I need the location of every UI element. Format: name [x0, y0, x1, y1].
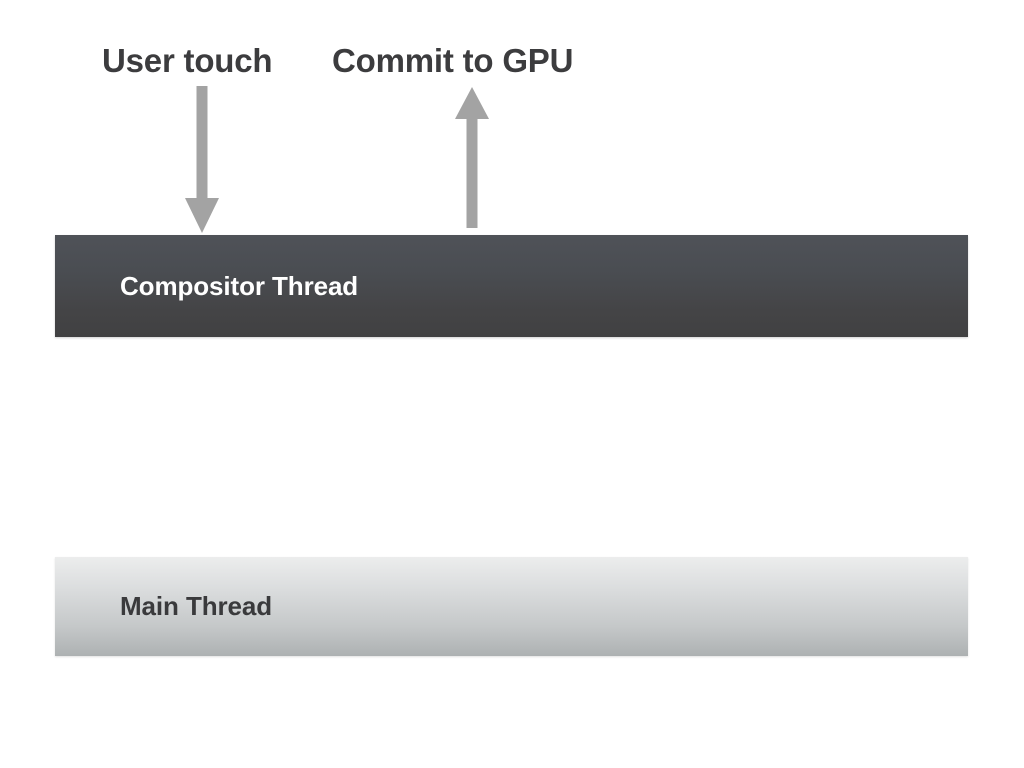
lane-compositor-thread-label: Compositor Thread	[120, 270, 359, 301]
label-user-touch: User touch	[102, 42, 273, 79]
lane-compositor-thread: Compositor Thread	[55, 235, 968, 337]
label-commit-to-gpu: Commit to GPU	[332, 42, 574, 79]
lane-main-thread: Main Thread	[55, 557, 968, 656]
arrow-down-user-touch-icon	[185, 86, 219, 233]
arrow-up-commit-to-gpu-icon	[455, 87, 489, 228]
lane-main-thread-label: Main Thread	[120, 591, 273, 621]
